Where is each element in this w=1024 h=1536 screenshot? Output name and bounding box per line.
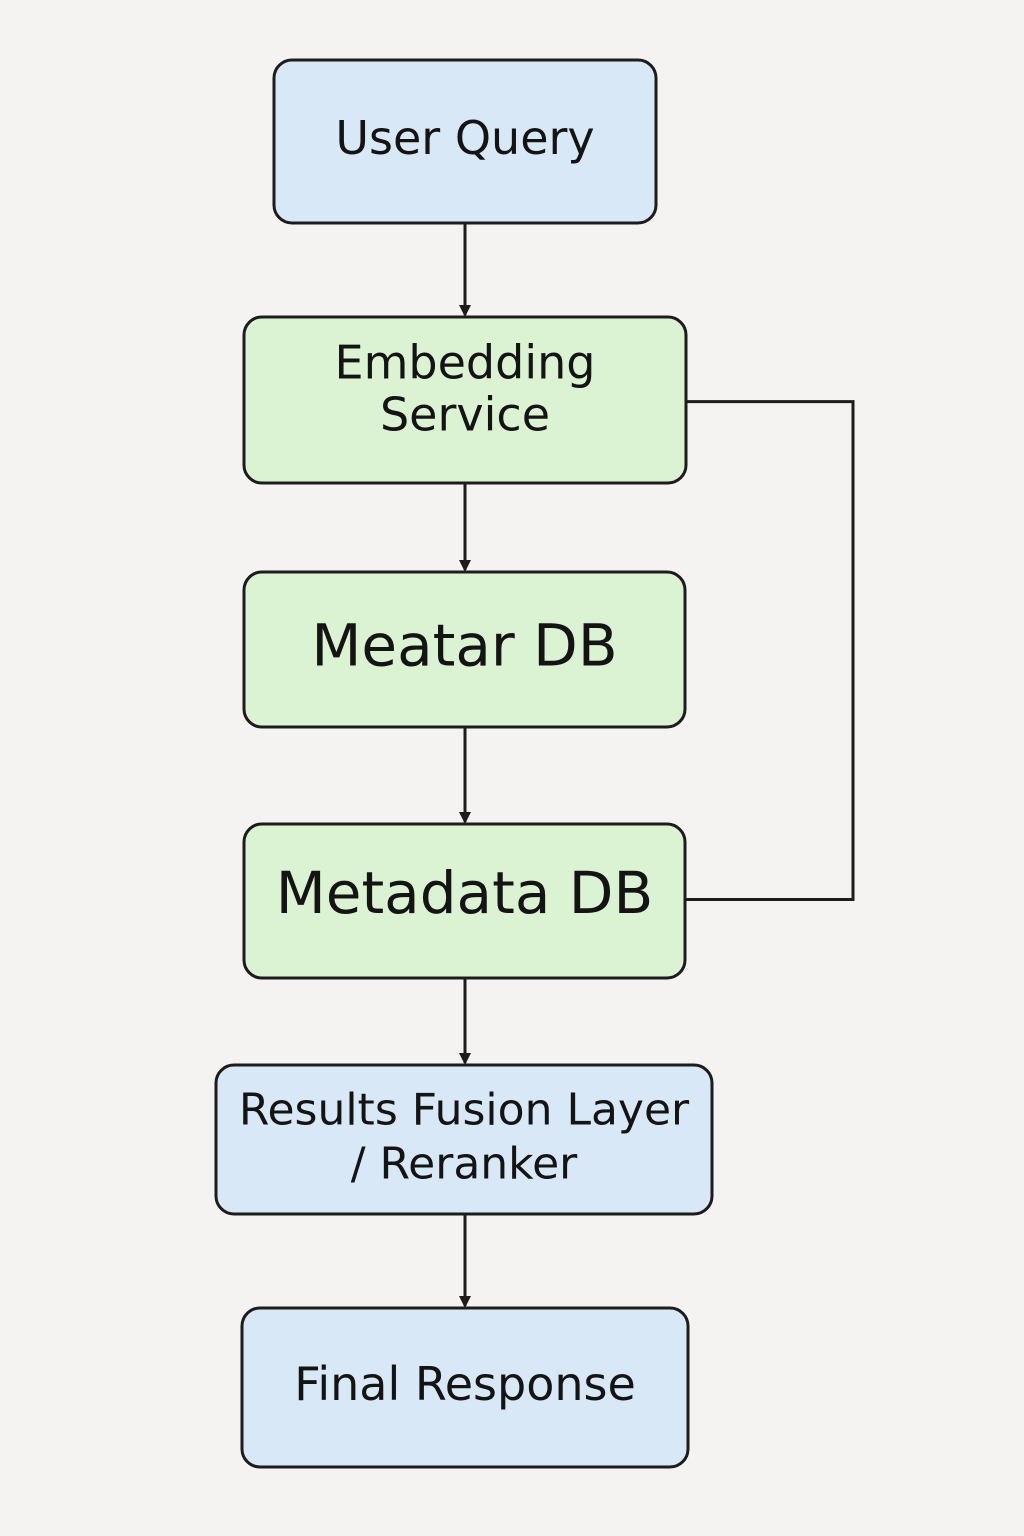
- node-results-fusion-label-line-1: Results Fusion Layer: [239, 1085, 690, 1136]
- node-final-response: Final Response: [240, 1306, 690, 1469]
- node-results-fusion-box: [214, 1063, 714, 1216]
- node-user-query: User Query: [272, 58, 658, 225]
- node-metadata-db: Metadata DB: [242, 822, 687, 980]
- node-final-response-label-line-1: Final Response: [294, 1357, 636, 1411]
- node-meatar-db-box: [242, 570, 687, 729]
- edge-embedding-service-to-metadata-db: [685, 400, 855, 901]
- node-embedding-service-label-line-1: Embedding: [335, 336, 596, 390]
- node-results-fusion-label-line-2: / Reranker: [351, 1139, 578, 1190]
- node-metadata-db-box: [242, 822, 687, 980]
- edges-layer: [459, 223, 855, 1308]
- node-final-response-box: [240, 1306, 690, 1469]
- node-user-query-label-line-1: User Query: [335, 111, 594, 165]
- node-meatar-db-label-line-1: Meatar DB: [311, 612, 617, 680]
- node-embedding-service-box: [242, 315, 688, 485]
- node-results-fusion: Results Fusion Layer/ Reranker: [214, 1063, 714, 1216]
- node-meatar-db: Meatar DB: [242, 570, 687, 729]
- node-metadata-db-label-line-1: Metadata DB: [276, 859, 654, 927]
- node-user-query-box: [272, 58, 658, 225]
- node-embedding-service-label-line-2: Service: [380, 388, 550, 442]
